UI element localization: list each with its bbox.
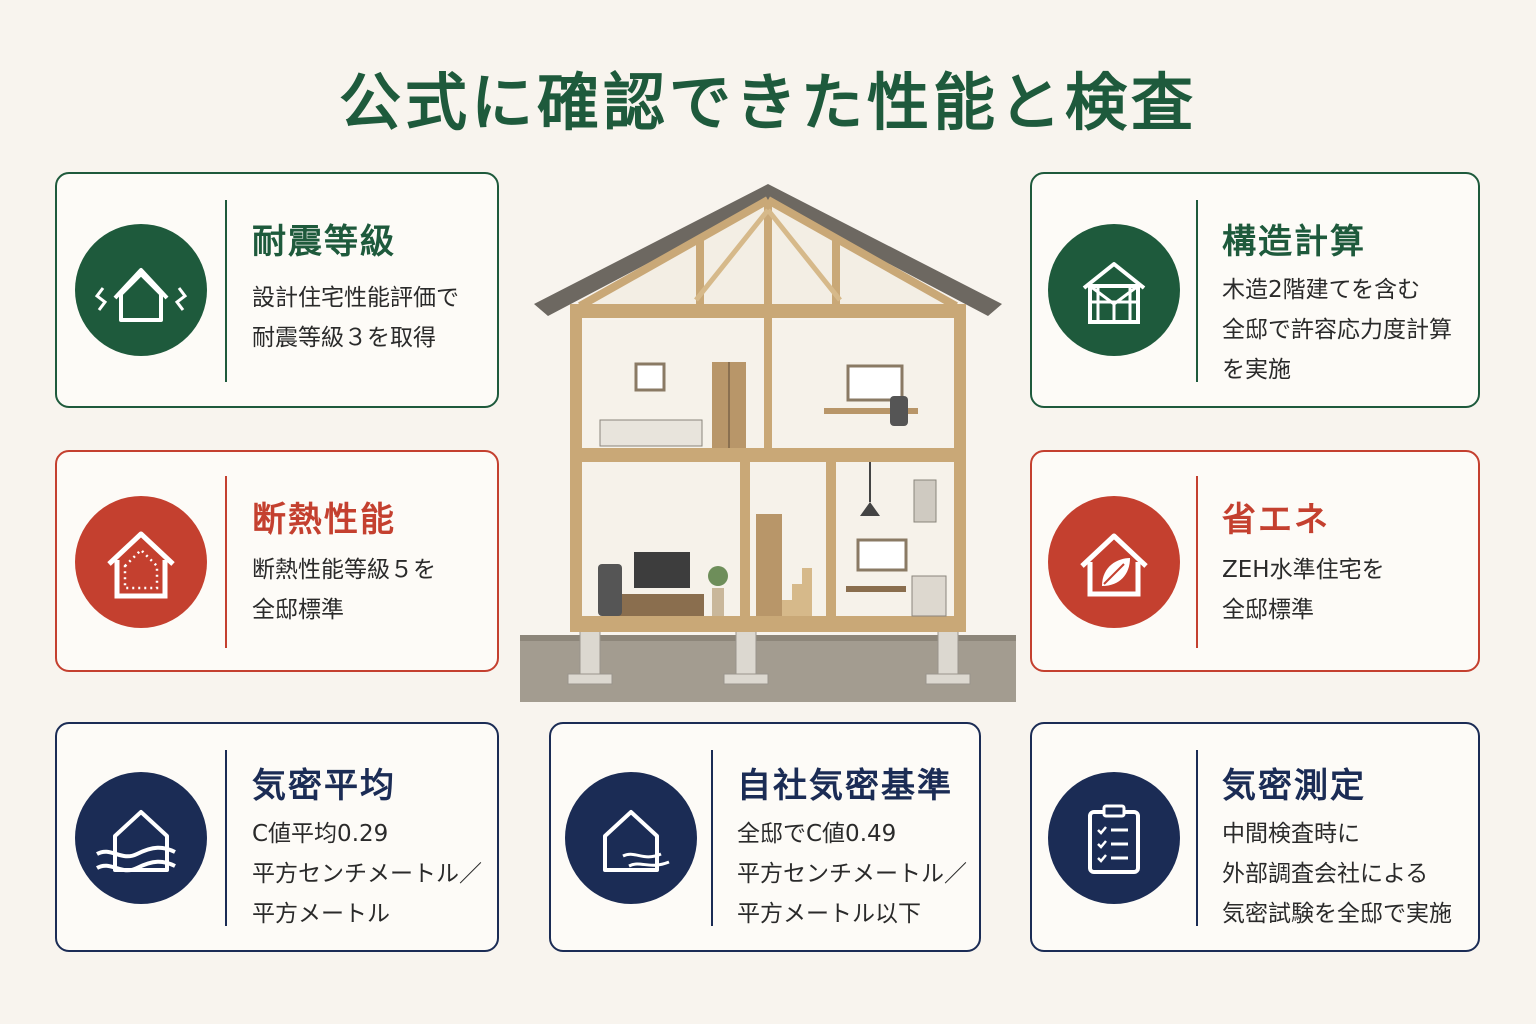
card-title: 気密測定 (1222, 766, 1366, 806)
card-divider (225, 200, 227, 382)
house-shaking-icon (75, 224, 207, 356)
card-divider (711, 750, 713, 926)
card-line: 平方センチメートル／ (737, 861, 967, 887)
card-airtight-standard: 自社気密基準 全邸でC値0.49 平方センチメートル／ 平方メートル以下 (549, 722, 981, 952)
card-body: C値平均0.29 平方センチメートル／ 平方メートル (252, 814, 482, 934)
card-insulation: 断熱性能 断熱性能等級５を 全邸標準 (55, 450, 499, 672)
card-title: 断熱性能 (252, 500, 396, 540)
insulated-house-icon (75, 496, 207, 628)
card-structure: 構造計算 木造2階建てを含む 全邸で許容応力度計算 を実施 (1030, 172, 1480, 408)
card-airtight-average: 気密平均 C値平均0.29 平方センチメートル／ 平方メートル (55, 722, 499, 952)
card-divider (1196, 750, 1198, 926)
card-body: 設計住宅性能評価で 耐震等級３を取得 (252, 278, 459, 358)
page-title: 公式に確認できた性能と検査 (338, 66, 1197, 139)
house-airflow-icon (75, 772, 207, 904)
card-divider (1196, 476, 1198, 648)
card-line: を実施 (1222, 357, 1291, 383)
card-title: 構造計算 (1222, 222, 1366, 262)
card-body: 木造2階建てを含む 全邸で許容応力度計算 を実施 (1222, 270, 1452, 390)
card-energy: 省エネ ZEH水準住宅を 全邸標準 (1030, 450, 1480, 672)
card-line: 耐震等級３を取得 (252, 325, 436, 351)
card-divider (225, 750, 227, 926)
card-line: 全邸で許容応力度計算 (1222, 317, 1452, 343)
clipboard-checklist-icon (1048, 772, 1180, 904)
card-title: 自社気密基準 (737, 766, 953, 806)
card-line: 外部調査会社による (1222, 861, 1429, 887)
card-line: 断熱性能等級５を (252, 557, 436, 583)
card-body: 中間検査時に 外部調査会社による 気密試験を全邸で実施 (1222, 814, 1452, 934)
card-line: 気密試験を全邸で実施 (1222, 901, 1452, 927)
card-airtight-test: 気密測定 中間検査時に 外部調査会社による 気密試験を全邸で実施 (1030, 722, 1480, 952)
card-title: 気密平均 (252, 766, 396, 806)
card-line: C値平均0.29 (252, 821, 389, 847)
card-body: 断熱性能等級５を 全邸標準 (252, 550, 436, 630)
card-title: 省エネ (1222, 500, 1330, 540)
card-line: 平方センチメートル／ (252, 861, 482, 887)
leaf-house-icon (1048, 496, 1180, 628)
card-divider (225, 476, 227, 648)
card-line: 木造2階建てを含む (1222, 277, 1421, 303)
house-wind-icon (565, 772, 697, 904)
card-body: ZEH水準住宅を 全邸標準 (1222, 550, 1385, 630)
card-seismic: 耐震等級 設計住宅性能評価で 耐震等級３を取得 (55, 172, 499, 408)
card-line: 平方メートル (252, 901, 390, 927)
card-divider (1196, 200, 1198, 382)
card-line: 中間検査時に (1222, 821, 1360, 847)
card-line: ZEH水準住宅を (1222, 557, 1385, 583)
card-line: 全邸標準 (252, 597, 344, 623)
house-frame-icon (1048, 224, 1180, 356)
card-line: 平方メートル以下 (737, 901, 921, 927)
card-line: 全邸でC値0.49 (737, 821, 897, 847)
card-title: 耐震等級 (252, 222, 396, 262)
house-cross-section-illustration (520, 180, 1016, 702)
card-body: 全邸でC値0.49 平方センチメートル／ 平方メートル以下 (737, 814, 967, 934)
card-line: 全邸標準 (1222, 597, 1314, 623)
card-line: 設計住宅性能評価で (252, 285, 459, 311)
